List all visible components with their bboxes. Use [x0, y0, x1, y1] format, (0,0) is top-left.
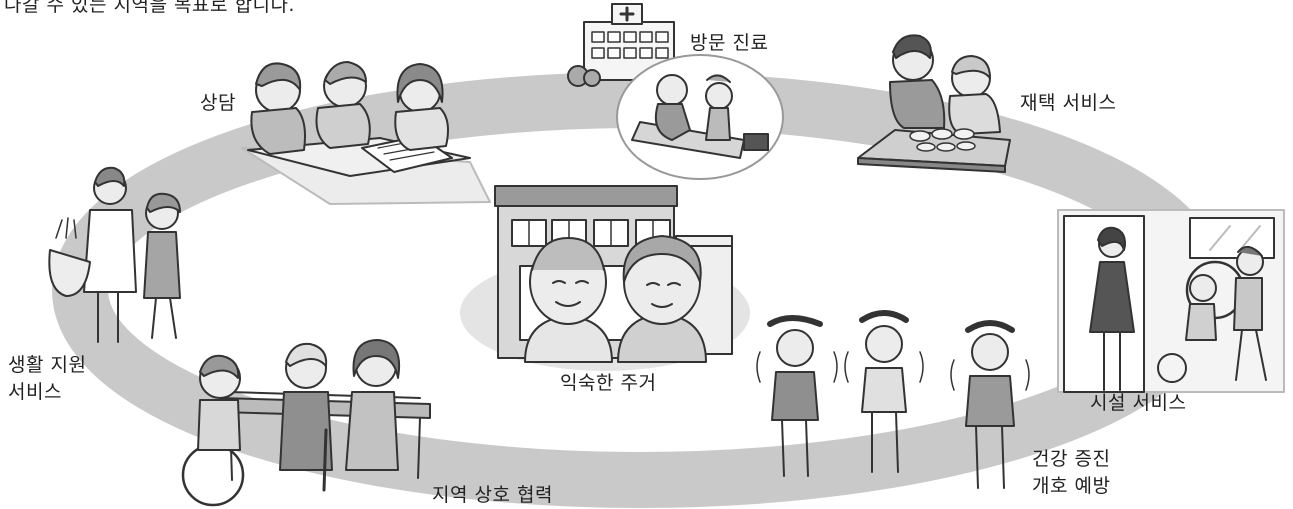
life-support-illustration	[48, 166, 181, 343]
label-health-line1: 건강 증진	[1032, 448, 1111, 470]
header-caption: 나갈 수 있는 지역을 목표로 합니다.	[4, 0, 295, 16]
health-illustration	[756, 310, 1030, 489]
label-health-line2: 개호 예방	[1032, 475, 1111, 497]
home-service-illustration	[857, 34, 1011, 173]
home-visit-illustration	[616, 54, 784, 180]
label-facility-service: 시설 서비스	[1090, 392, 1187, 414]
home-illustration	[460, 185, 750, 371]
facility-illustration	[1057, 209, 1285, 393]
label-visit-care: 방문 진료	[690, 32, 769, 54]
label-life-support-line2: 서비스	[8, 381, 62, 403]
community-illustration	[181, 339, 431, 507]
consultation-illustration	[241, 61, 491, 205]
hospital-illustration	[567, 3, 688, 87]
label-home-service: 재택 서비스	[1020, 92, 1117, 114]
label-health: 건강 증진 개호 예방	[1032, 446, 1110, 500]
label-community: 지역 상호 협력	[432, 484, 553, 506]
label-life-support-line1: 생활 지원	[8, 354, 87, 376]
center-label: 익숙한 주거	[560, 372, 657, 394]
label-life-support: 생활 지원 서비스	[8, 352, 86, 406]
label-consultation: 상담	[200, 92, 236, 114]
